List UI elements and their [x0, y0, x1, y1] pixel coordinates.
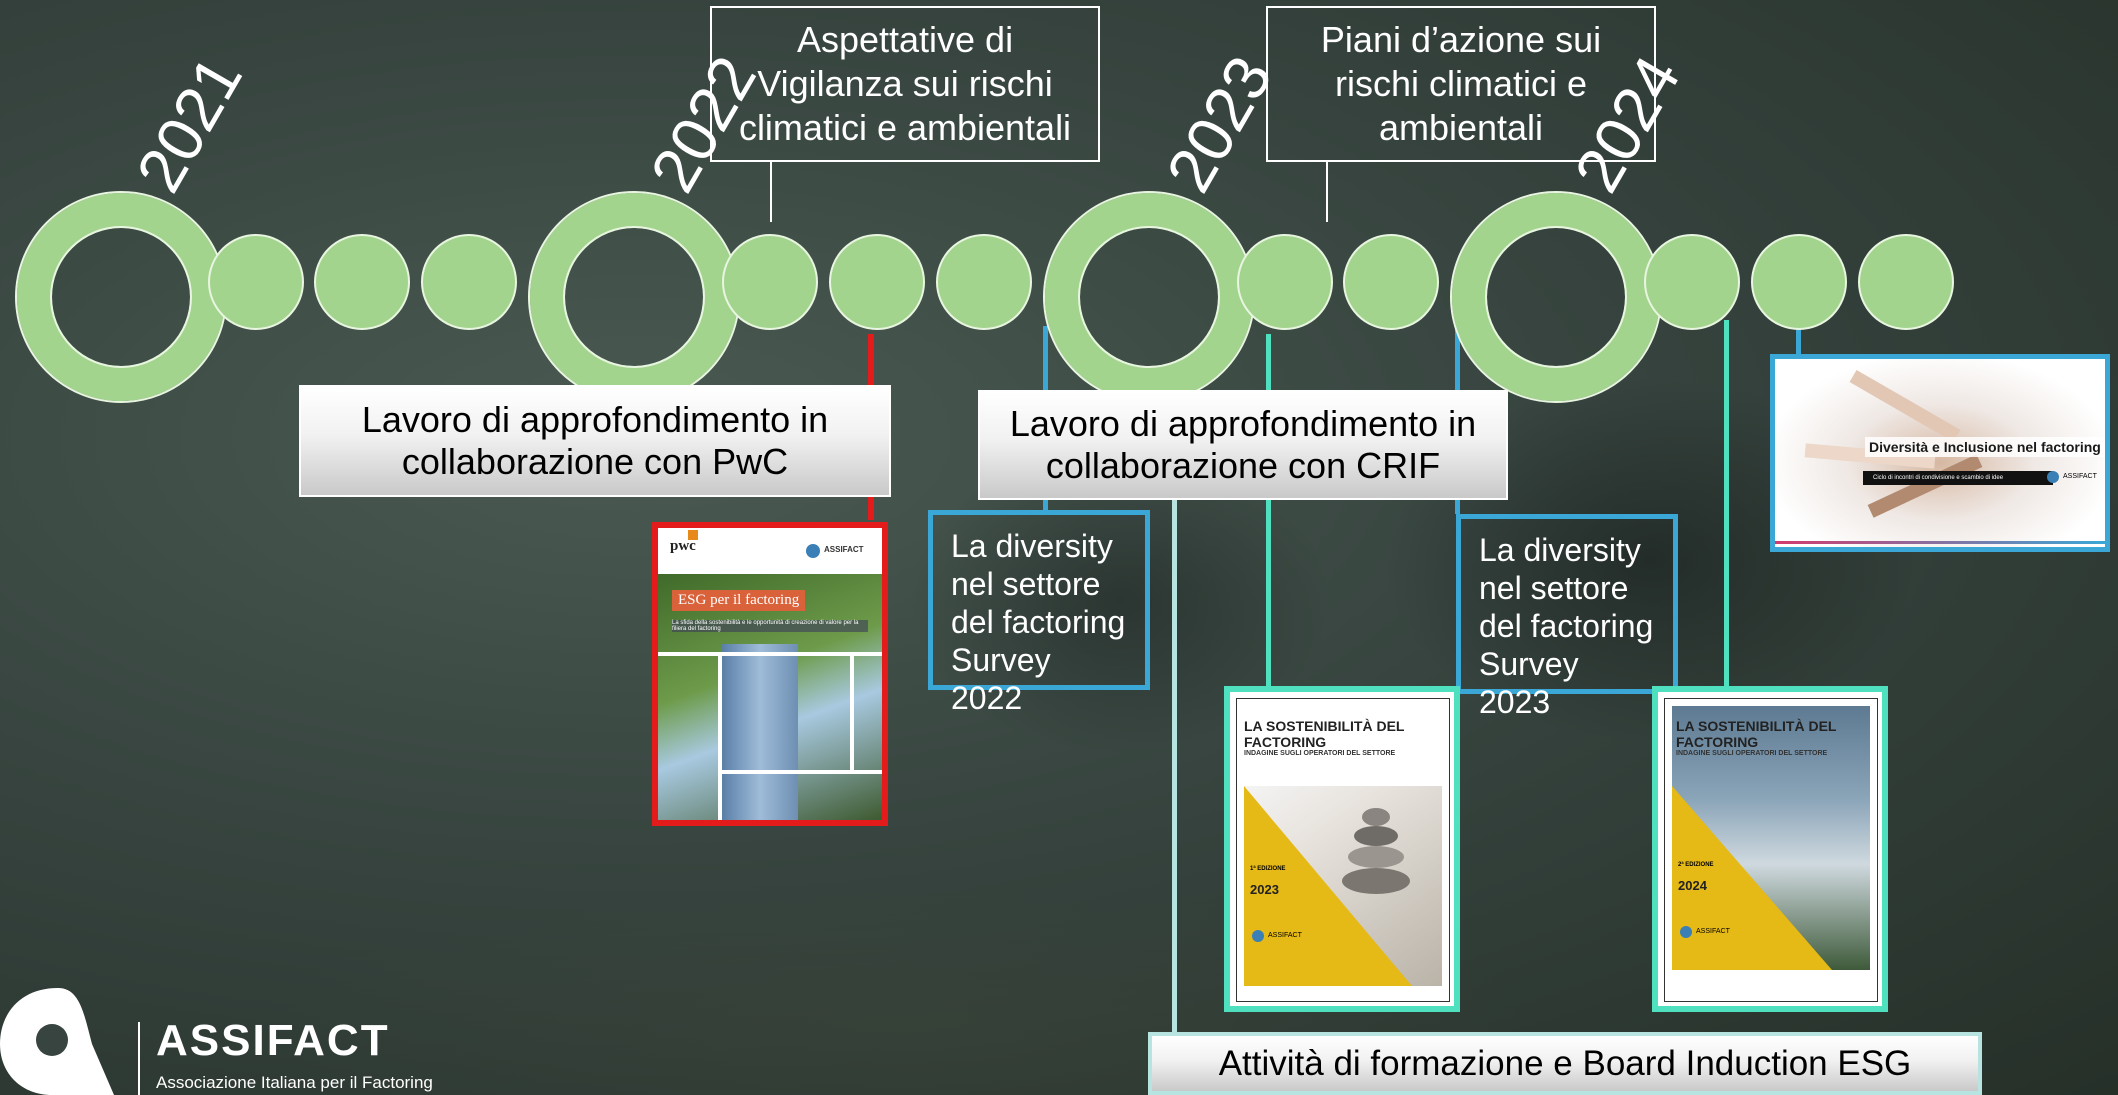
timeline-dot: [421, 234, 517, 330]
sostenibilita-2024-cover: LA SOSTENIBILITÀ DEL FACTORING INDAGINE …: [1652, 686, 1888, 1012]
yellow-triangle: [1672, 786, 1832, 970]
formazione-box: Attività di formazione e Board Induction…: [1148, 1032, 1982, 1095]
assifact-logo-icon: [0, 988, 114, 1095]
pwc-text: Lavoro di approfondimento in collaborazi…: [361, 399, 829, 482]
pwc-logo: pwc: [670, 538, 696, 554]
diversita-assifact-label: ASSIFACT: [2063, 473, 2097, 480]
pwc-box: Lavoro di approfondimento in collaborazi…: [299, 385, 891, 497]
cover-frame: [1236, 698, 1450, 1002]
timeline-dot: [829, 234, 925, 330]
timeline-dot: [1644, 234, 1740, 330]
assifact-logo-tagline: Associazione Italiana per il Factoring: [156, 1073, 433, 1092]
sos2023-title: LA SOSTENIBILITÀ DEL FACTORING: [1244, 718, 1405, 750]
timeline-ring-2024: [1450, 191, 1662, 403]
crif-box: Lavoro di approfondimento in collaborazi…: [978, 390, 1508, 500]
survey2022-text: La diversity nel settore del factoring S…: [951, 528, 1126, 716]
logo-divider: [138, 1022, 140, 1095]
sos2023-edition: 1ª EDIZIONE: [1250, 866, 1286, 872]
building-shape: [722, 644, 798, 820]
cover-frame: [1664, 698, 1878, 1002]
diversita-subtitle: Ciclo di incontri di condivisione e scam…: [1863, 471, 2053, 485]
sos2024-subtitle: INDAGINE SUGLI OPERATORI DEL SETTORE: [1676, 750, 1828, 757]
sos2024-title: LA SOSTENIBILITÀ DEL FACTORING: [1676, 718, 1837, 750]
sos2024-year: 2024: [1678, 878, 1707, 893]
vigilanza-text: Aspettative di Vigilanza sui rischi clim…: [738, 19, 1072, 148]
vigilanza-connector: [770, 162, 772, 222]
pwc-cover-title: ESG per il factoring: [672, 590, 806, 611]
assifact-small-logo: [2047, 471, 2059, 483]
stone: [1348, 846, 1404, 868]
pwc-logo-mark: [688, 530, 698, 540]
crif-text: Lavoro di approfondimento in collaborazi…: [1009, 403, 1477, 486]
sos2023-subtitle: INDAGINE SUGLI OPERATORI DEL SETTORE: [1244, 750, 1396, 757]
vigilanza-box: Aspettative di Vigilanza sui rischi clim…: [710, 6, 1100, 162]
assifact-logo-name: ASSIFACT: [156, 1016, 390, 1065]
assifact-small-logo: [1680, 926, 1692, 938]
sos2023-connector-line: [1266, 334, 1271, 686]
timeline-dot: [1237, 234, 1333, 330]
cover-heading: LA SOSTENIBILITÀ DEL FACTORING INDAGINE …: [1676, 718, 1856, 757]
timeline-dot: [208, 234, 304, 330]
cover-heading: LA SOSTENIBILITÀ DEL FACTORING INDAGINE …: [1244, 718, 1424, 757]
formazione-connector-line: [1172, 368, 1177, 1036]
yellow-triangle: [1244, 786, 1412, 986]
timeline-dot: [936, 234, 1032, 330]
piani-connector: [1326, 162, 1328, 222]
sos2023-assifact-label: ASSIFACT: [1268, 932, 1302, 939]
cover-grid-line: [718, 770, 882, 774]
survey2023-text: La diversity nel settore del factoring S…: [1479, 532, 1654, 720]
pwc-cover-photo: [658, 574, 882, 820]
survey2023-box: La diversity nel settore del factoring S…: [1456, 514, 1678, 720]
timeline-dot: [1343, 234, 1439, 330]
diversita-title: Diversità e Inclusione nel factoring: [1865, 437, 2105, 457]
stone: [1362, 808, 1390, 826]
timeline-ring-2021: [15, 191, 227, 403]
cover-grid-line: [658, 652, 882, 656]
diversita-connector-line: [1796, 328, 1801, 356]
sostenibilita-2023-cover: LA SOSTENIBILITÀ DEL FACTORING INDAGINE …: [1224, 686, 1460, 1012]
sos2024-assifact-label: ASSIFACT: [1696, 928, 1730, 935]
cover-grid-line: [850, 652, 854, 772]
stone: [1342, 868, 1410, 894]
cover-grid-line: [718, 652, 722, 820]
arm-shape: [1849, 369, 1961, 443]
piani-box: Piani d’azione sui rischi climatici e am…: [1266, 6, 1656, 162]
survey2022-box: La diversity nel settore del factoring S…: [928, 510, 1150, 716]
sos2024-connector-line: [1724, 320, 1729, 686]
formazione-text: Attività di formazione e Board Induction…: [1218, 1043, 1912, 1083]
timeline-dot: [1751, 234, 1847, 330]
diversita-cover: Diversità e Inclusione nel factoring Cic…: [1770, 354, 2110, 552]
stone: [1354, 826, 1398, 846]
sos2024-edition: 2ª EDIZIONE: [1678, 862, 1714, 868]
timeline-dot: [1858, 234, 1954, 330]
pwc-report-cover: pwc ASSIFACT ESG per il factoring La sfi…: [652, 522, 888, 826]
timeline-ring-2023: [1043, 191, 1255, 403]
assifact-small-logo: [806, 544, 820, 558]
assifact-small-logo: [1252, 930, 1264, 942]
timeline-dot: [314, 234, 410, 330]
pwc-cover-subtitle: La sfida della sostenibilità e le opport…: [672, 620, 868, 632]
timeline-dot: [722, 234, 818, 330]
piani-text: Piani d’azione sui rischi climatici e am…: [1320, 19, 1602, 148]
sos2023-year: 2023: [1250, 882, 1279, 897]
assifact-small-label: ASSIFACT: [824, 545, 864, 554]
cover-bottom-stripe: [1775, 541, 2105, 544]
timeline-ring-2022: [528, 191, 740, 403]
